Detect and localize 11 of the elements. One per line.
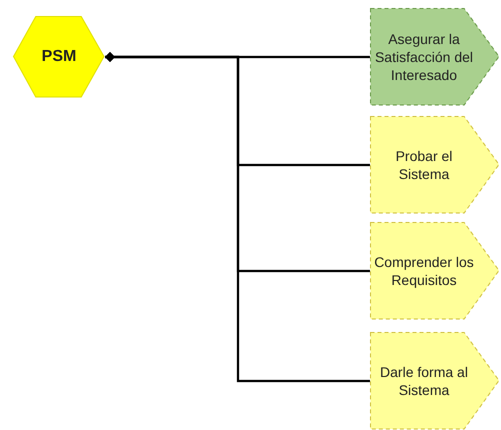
node-label: Comprender los Requisitos xyxy=(374,252,474,290)
node-label: Probar el Sistema xyxy=(394,146,454,184)
hexagon-node xyxy=(13,16,105,98)
node-label: Asegurar la Satisfacción del Interesado xyxy=(374,30,474,84)
connector xyxy=(105,52,370,382)
node-label: PSM xyxy=(42,46,76,67)
pentagon-node xyxy=(370,8,500,106)
pentagon-node xyxy=(370,332,500,430)
pentagon-node xyxy=(370,116,500,214)
node-label: Darle forma al Sistema xyxy=(379,362,469,400)
pentagon-node xyxy=(370,222,500,320)
